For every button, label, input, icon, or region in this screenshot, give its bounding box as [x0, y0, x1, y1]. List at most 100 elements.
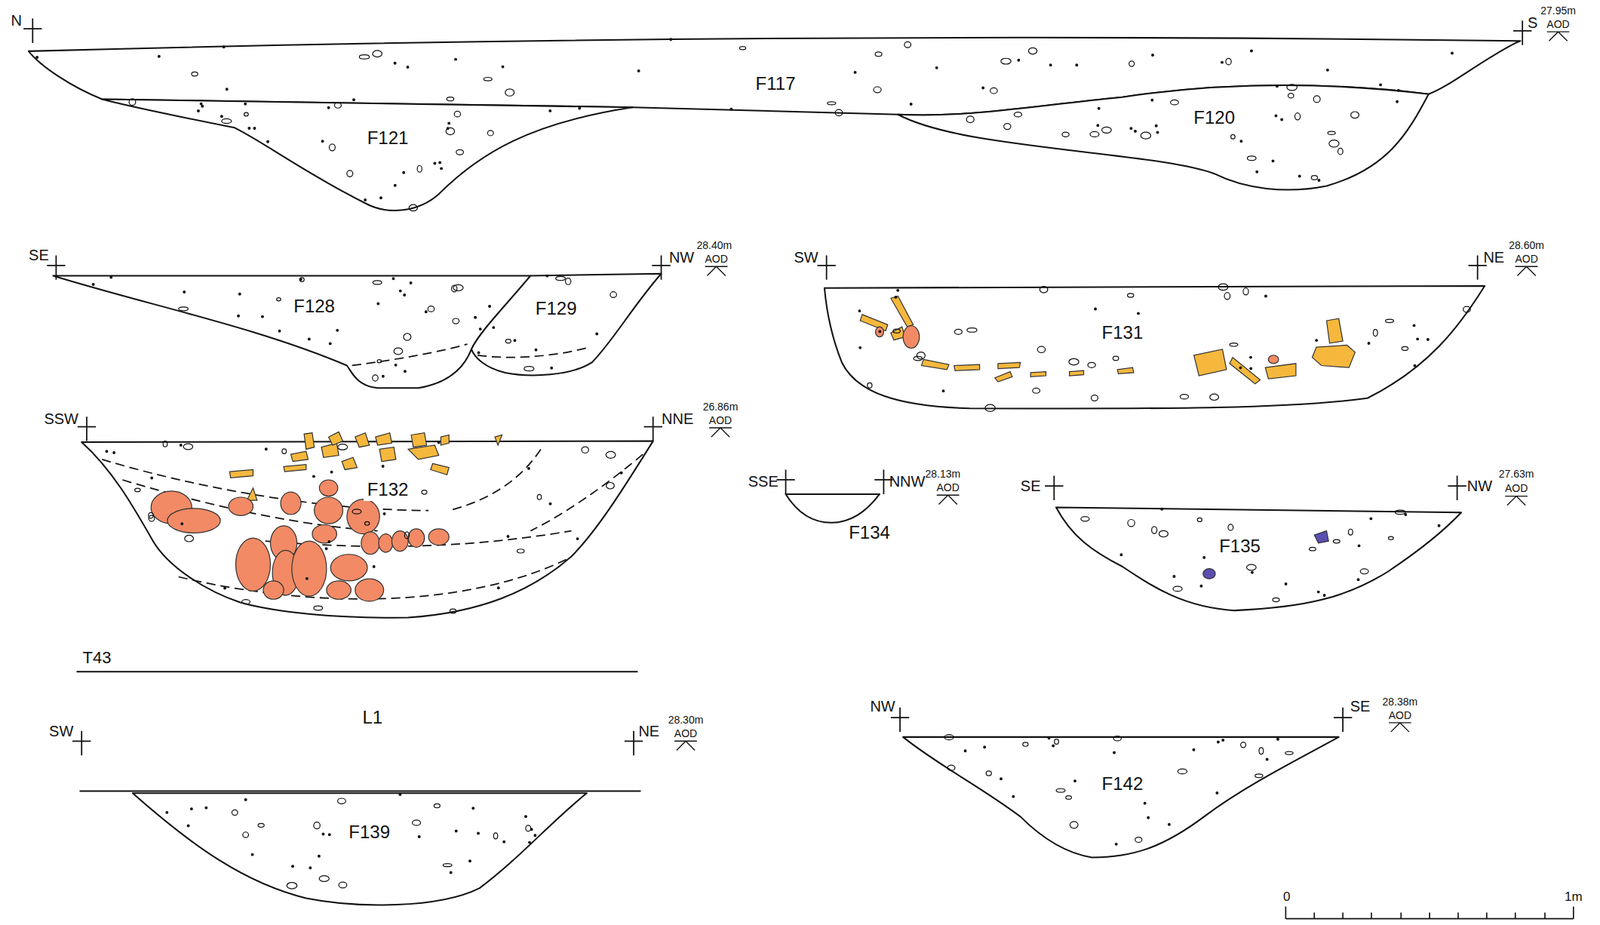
inclusion	[353, 98, 356, 102]
inclusion	[1427, 338, 1430, 341]
inclusion	[1249, 367, 1253, 370]
section-markers	[23, 18, 1532, 756]
inclusion	[581, 446, 589, 453]
feature-number: F121	[367, 127, 409, 149]
inclusion	[1286, 84, 1298, 91]
inclusion	[492, 326, 495, 329]
inclusion	[1151, 98, 1154, 102]
inclusion	[337, 444, 348, 451]
feature-number: F132	[367, 479, 409, 501]
inclusion	[319, 875, 329, 882]
elevation-label: 27.95m	[1540, 5, 1576, 17]
inclusion	[1056, 788, 1066, 793]
inclusion	[1200, 584, 1203, 587]
inclusion	[739, 46, 746, 50]
inclusion	[1412, 324, 1416, 327]
section-marker	[651, 254, 670, 280]
inclusion	[1113, 751, 1116, 754]
inclusion	[916, 352, 925, 360]
inclusion	[1250, 49, 1253, 53]
datum-label: AOD	[704, 253, 728, 265]
inclusion	[605, 451, 616, 458]
feature-label-box: F139	[344, 820, 394, 844]
inclusion	[1221, 61, 1224, 64]
inclusion	[199, 102, 203, 105]
datum-symbols	[674, 31, 1570, 750]
inclusion	[325, 547, 328, 550]
datum-symbol	[1547, 31, 1570, 41]
inclusion	[1231, 134, 1236, 139]
inclusion	[1309, 546, 1317, 551]
direction-label: NE	[1483, 248, 1505, 266]
inclusion	[479, 328, 482, 331]
inclusion	[1463, 306, 1472, 313]
inclusion	[1151, 54, 1155, 57]
inclusion	[445, 127, 455, 135]
inclusion	[454, 58, 458, 61]
elevation-label: 28.38m	[1382, 696, 1419, 708]
inclusion	[327, 106, 330, 109]
inclusion	[433, 803, 440, 808]
inclusion	[525, 815, 528, 818]
inclusion	[827, 101, 836, 105]
inclusion	[1022, 742, 1029, 747]
inclusion	[534, 834, 537, 837]
inclusion	[282, 448, 287, 455]
inclusion	[1160, 507, 1164, 510]
inclusion	[372, 280, 382, 285]
inclusion	[187, 824, 190, 827]
inclusion	[183, 291, 186, 294]
inclusion	[578, 107, 581, 110]
inclusion	[1154, 124, 1158, 127]
inclusion	[190, 807, 194, 811]
inclusion	[1298, 175, 1301, 178]
inclusion	[1369, 517, 1373, 520]
inclusion	[1332, 539, 1340, 544]
inclusion	[253, 127, 256, 130]
inclusion	[637, 70, 640, 73]
inclusion	[197, 110, 200, 113]
inclusion	[506, 535, 510, 538]
inclusion	[237, 314, 240, 317]
datum-symbol	[936, 494, 960, 504]
feature-label-box: F117	[752, 72, 800, 96]
inclusion	[286, 882, 297, 889]
inclusion	[904, 41, 912, 48]
inclusion	[359, 55, 369, 59]
feature-fill	[81, 441, 654, 618]
section-marker	[776, 469, 795, 494]
inclusion	[1360, 568, 1369, 575]
inclusion	[1147, 816, 1150, 819]
inclusion	[1062, 132, 1069, 137]
inclusion	[264, 448, 268, 451]
inclusion	[372, 50, 382, 58]
inclusion	[935, 67, 938, 70]
inclusion	[1225, 58, 1232, 65]
inclusion	[257, 823, 265, 827]
inclusion	[181, 522, 184, 526]
section-marker	[77, 416, 96, 441]
datum-label: AOD	[1388, 709, 1412, 722]
inclusion	[393, 347, 403, 355]
inclusion	[487, 130, 494, 136]
inclusion	[417, 165, 422, 172]
datum-symbol	[674, 740, 698, 750]
scale-bar	[1285, 905, 1573, 919]
elevation-label: 27.63m	[1498, 468, 1535, 480]
inclusion	[399, 793, 402, 796]
inclusion	[1413, 364, 1416, 367]
inclusion	[1065, 795, 1072, 800]
inclusion	[1315, 339, 1318, 342]
inclusion	[222, 46, 225, 49]
inclusion	[835, 109, 843, 117]
inclusion	[1130, 127, 1133, 130]
feature-fill	[101, 98, 633, 210]
inclusion	[595, 332, 599, 335]
direction-label: SW	[49, 722, 74, 740]
feature-number: F131	[1102, 322, 1144, 344]
inclusion	[483, 76, 492, 81]
inclusion	[321, 140, 324, 143]
inclusion	[1218, 283, 1229, 291]
inclusion	[1068, 358, 1079, 365]
direction-label: NW	[869, 697, 895, 715]
